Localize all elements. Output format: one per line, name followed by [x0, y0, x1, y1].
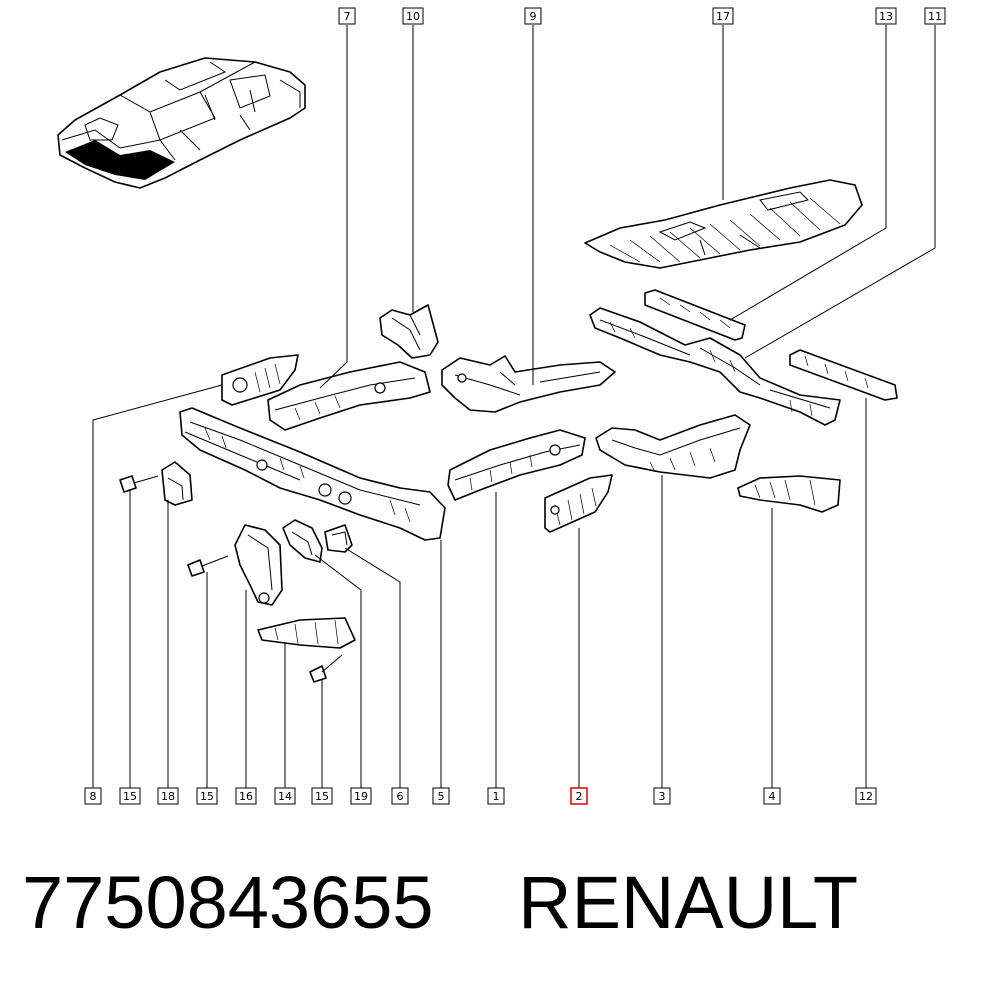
svg-text:19: 19: [354, 790, 368, 803]
svg-text:9: 9: [530, 10, 537, 23]
callout-bottom-4: 15: [196, 787, 218, 805]
callout-bottom-11: 1: [487, 787, 505, 805]
svg-text:5: 5: [438, 790, 445, 803]
callout-bottom-13: 3: [653, 787, 671, 805]
leader-lines: [92, 25, 936, 788]
svg-text:12: 12: [859, 790, 873, 803]
part-12-reinforcement: [789, 349, 898, 401]
callout-bottom-8: 19: [350, 787, 372, 805]
part-9-side-member-upper: [441, 355, 616, 413]
part-4-rear-tray: [737, 475, 841, 513]
part-1-front-side-member: [447, 429, 586, 501]
part-13-cross-member: [644, 289, 746, 341]
car-body-thumbnail: [57, 57, 306, 189]
svg-text:18: 18: [161, 790, 175, 803]
callout-top-1: 7: [338, 7, 356, 25]
svg-text:15: 15: [123, 790, 137, 803]
svg-text:16: 16: [239, 790, 253, 803]
svg-text:17: 17: [716, 10, 730, 23]
part-caption: 7750843655 RENAULT: [22, 858, 858, 948]
part-19-gusset: [282, 519, 323, 563]
callout-bottom-5: 16: [235, 787, 257, 805]
svg-text:7: 7: [344, 10, 351, 23]
callout-top-4: 17: [712, 7, 734, 25]
callout-top-6: 11: [924, 7, 946, 25]
part-14-lower-plate: [257, 617, 356, 649]
callout-bottom-3: 18: [157, 787, 179, 805]
callout-top-2: 10: [402, 7, 424, 25]
brand-name: RENAULT: [518, 861, 859, 944]
svg-text:6: 6: [397, 790, 404, 803]
callout-bottom-1: 8: [84, 787, 102, 805]
callout-bottom-2: 15: [119, 787, 141, 805]
part-2-side-plate: [544, 474, 613, 533]
callout-bottom-9: 6: [391, 787, 409, 805]
callout-bottom-15: 12: [855, 787, 877, 805]
callout-bottom-10: 5: [432, 787, 450, 805]
part-18-small-bracket: [161, 461, 193, 506]
part-7-front-rail: [267, 361, 431, 431]
svg-text:15: 15: [315, 790, 329, 803]
callout-top-3: 9: [524, 7, 542, 25]
svg-text:10: 10: [406, 10, 420, 23]
svg-text:14: 14: [278, 790, 292, 803]
svg-text:13: 13: [879, 10, 893, 23]
callout-bottom-12-highlighted: 2: [570, 787, 588, 805]
part-number: 7750843655: [22, 861, 434, 944]
part-10-bracket: [379, 304, 439, 359]
svg-text:4: 4: [769, 790, 776, 803]
svg-text:2: 2: [576, 790, 583, 803]
part-15-bolts: [119, 475, 343, 683]
svg-text:11: 11: [928, 10, 942, 23]
callout-top-5: 13: [875, 7, 897, 25]
part-3-rear-side-rail: [595, 414, 751, 479]
svg-text:1: 1: [493, 790, 500, 803]
callout-bottom-6: 14: [274, 787, 296, 805]
part-8-end-plate: [221, 354, 299, 406]
svg-text:8: 8: [90, 790, 97, 803]
part-6-clip: [324, 524, 353, 553]
part-11-rear-side-member: [589, 307, 841, 426]
callout-bottom-14: 4: [763, 787, 781, 805]
part-5-main-cross-member: [179, 407, 446, 541]
part-16-mount-bracket: [234, 524, 283, 606]
svg-text:15: 15: [200, 790, 214, 803]
svg-text:3: 3: [659, 790, 666, 803]
callout-bottom-7: 15: [311, 787, 333, 805]
part-17-rear-floor: [584, 179, 863, 269]
